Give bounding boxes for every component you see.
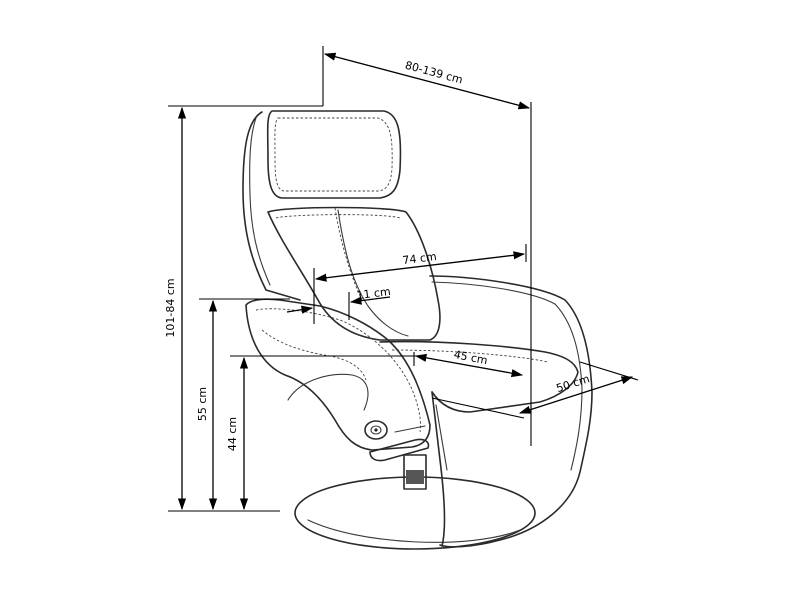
dimension-height: 101-84 cm bbox=[164, 105, 323, 512]
inner-width-label: 74 cm bbox=[402, 250, 438, 267]
armrest bbox=[245, 298, 431, 462]
dimension-seat-depth: 45 cm bbox=[413, 348, 525, 419]
dimension-armrest-width: 11 cm bbox=[286, 285, 392, 320]
armrest-width-label: 11 cm bbox=[356, 285, 392, 302]
height-label: 101-84 cm bbox=[164, 278, 177, 337]
dimension-lines: 80-139 cm 101-84 cm 55 cm 44 cm 74 cm bbox=[164, 46, 639, 512]
swivel-base bbox=[294, 454, 536, 550]
dimension-width: 80-139 cm bbox=[322, 46, 532, 446]
dimension-armrest-height: 55 cm bbox=[196, 298, 290, 511]
dimension-inner-width: 74 cm bbox=[313, 244, 527, 324]
seat-height-label: 44 cm bbox=[226, 417, 239, 451]
dimension-seat-width: 50 cm bbox=[518, 361, 639, 414]
seat-and-side bbox=[379, 275, 593, 548]
seat-depth-label: 45 cm bbox=[453, 348, 489, 367]
recliner-chair-drawing bbox=[242, 110, 593, 550]
dimension-seat-height: 44 cm bbox=[226, 355, 420, 511]
recline-control-icon bbox=[364, 420, 388, 440]
armrest-height-label: 55 cm bbox=[196, 387, 209, 421]
backrest bbox=[242, 110, 441, 341]
